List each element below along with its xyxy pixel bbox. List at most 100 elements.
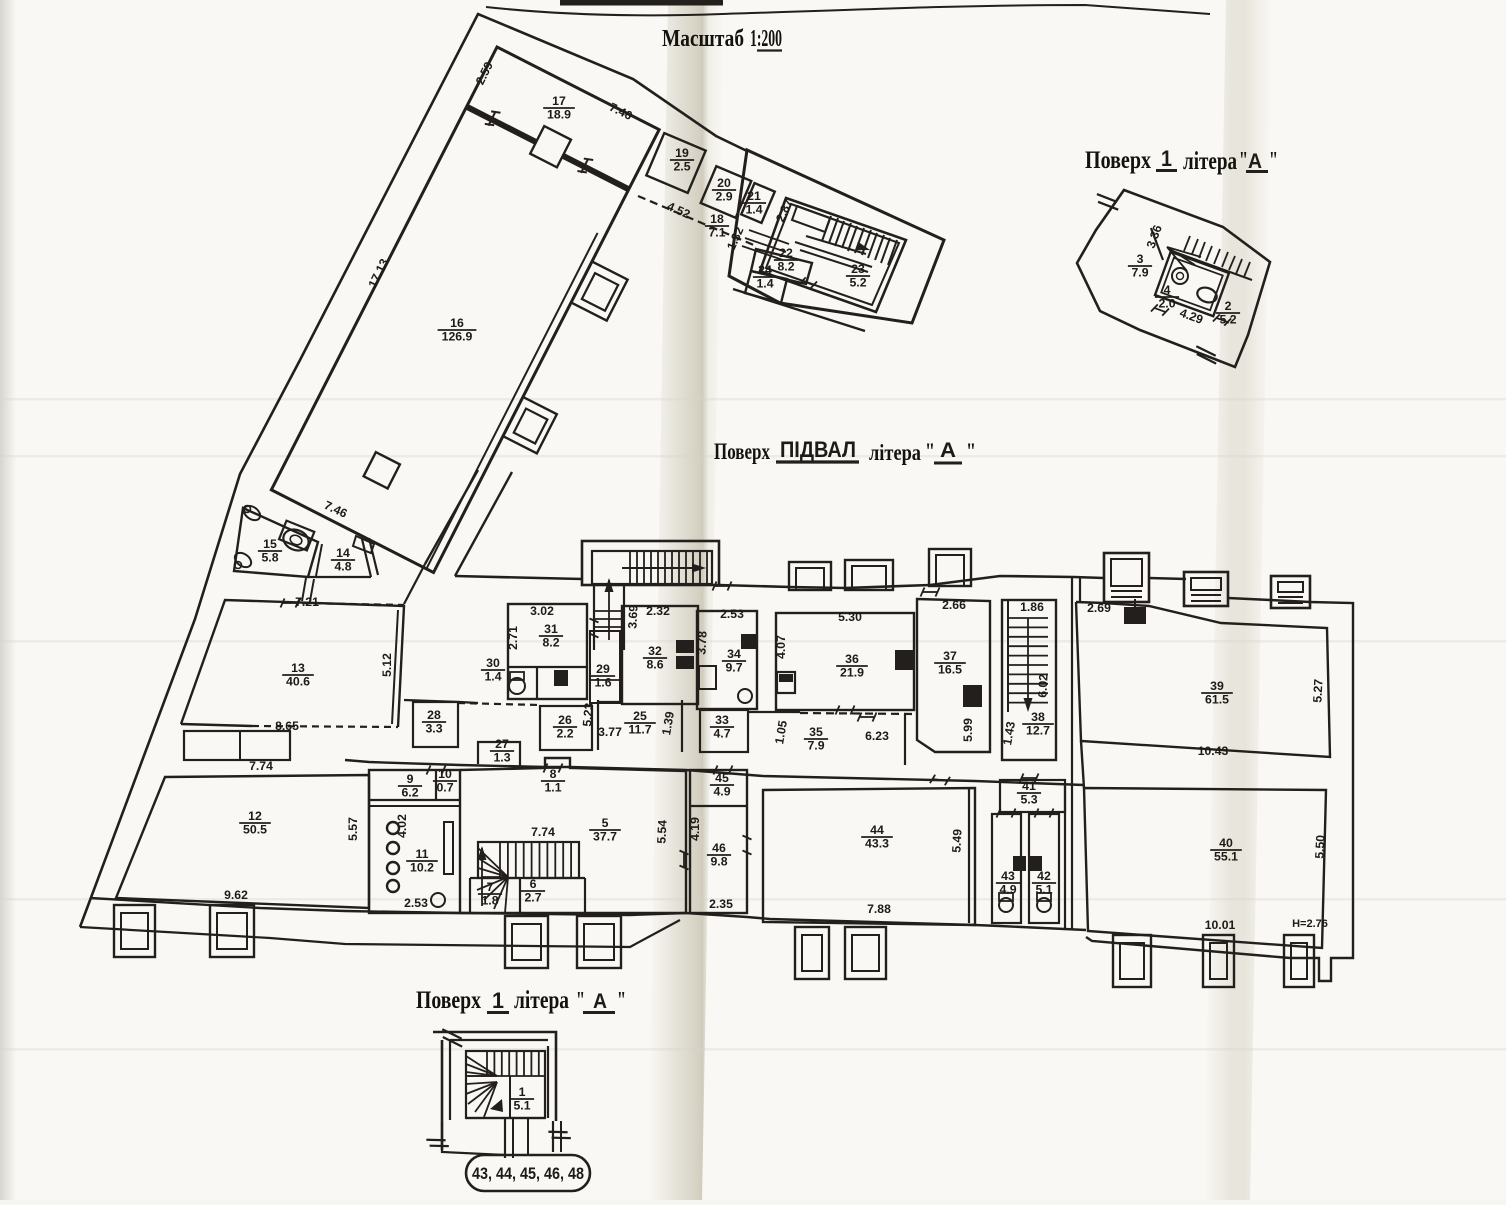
svg-text:5: 5 [602, 816, 609, 830]
svg-text:1.05: 1.05 [772, 719, 790, 745]
svg-text:9: 9 [407, 772, 414, 786]
svg-text:ПІДВАЛ: ПІДВАЛ [780, 437, 856, 462]
svg-text:1.86: 1.86 [1020, 600, 1044, 614]
svg-text:7.9: 7.9 [807, 739, 824, 753]
svg-text:7.1: 7.1 [708, 226, 725, 240]
svg-text:18.9: 18.9 [547, 108, 571, 122]
svg-text:5.2: 5.2 [1219, 313, 1236, 327]
svg-text:10: 10 [438, 767, 452, 781]
svg-text:16: 16 [450, 316, 464, 330]
svg-text:32: 32 [648, 644, 662, 658]
svg-text:Масштаб: Масштаб [662, 26, 744, 52]
svg-text:24: 24 [758, 263, 772, 277]
svg-text:3.78: 3.78 [694, 630, 709, 655]
svg-text:1.8: 1.8 [481, 894, 498, 908]
svg-text:6.23: 6.23 [865, 729, 889, 743]
svg-text:7: 7 [487, 880, 494, 894]
svg-text:33: 33 [715, 713, 729, 727]
svg-text:5.99: 5.99 [961, 718, 975, 742]
svg-text:5.30: 5.30 [838, 610, 862, 624]
svg-text:45: 45 [715, 771, 729, 785]
svg-text:літера: літера [514, 987, 569, 1014]
svg-text:5.12: 5.12 [380, 653, 394, 677]
svg-text:20: 20 [717, 176, 731, 190]
svg-text:2.71: 2.71 [506, 626, 520, 650]
svg-text:5.1: 5.1 [1035, 883, 1052, 897]
svg-text:2.66: 2.66 [942, 598, 966, 612]
svg-text:8.6: 8.6 [646, 658, 663, 672]
svg-text:2.2: 2.2 [556, 727, 573, 741]
svg-text:1.39: 1.39 [659, 710, 677, 736]
svg-text:4.8: 4.8 [334, 560, 351, 574]
svg-text:8.2: 8.2 [777, 260, 794, 274]
svg-text:1: 1 [519, 1085, 526, 1099]
svg-text:16.5: 16.5 [938, 663, 962, 677]
svg-text:2.9: 2.9 [715, 190, 732, 204]
svg-text:22: 22 [779, 246, 793, 260]
svg-text:1.4: 1.4 [756, 277, 773, 291]
svg-text:8: 8 [550, 767, 557, 781]
svg-text:11.7: 11.7 [628, 723, 651, 737]
svg-text:40.6: 40.6 [286, 675, 310, 689]
svg-text:36: 36 [845, 652, 859, 666]
svg-text:5.2: 5.2 [849, 276, 866, 290]
svg-text:4: 4 [1164, 283, 1171, 297]
svg-text:2.35: 2.35 [709, 897, 733, 911]
svg-text:1.6: 1.6 [594, 676, 611, 690]
svg-text:12.7: 12.7 [1026, 724, 1050, 738]
svg-text:5.50: 5.50 [1312, 834, 1327, 859]
svg-text:9.7: 9.7 [725, 661, 742, 675]
svg-text:126.9: 126.9 [442, 330, 473, 344]
svg-text:літера: літера [869, 440, 921, 465]
svg-text:14: 14 [336, 546, 350, 560]
svg-text:10.2: 10.2 [410, 861, 434, 875]
svg-text:1: 1 [1161, 146, 1172, 171]
svg-text:26: 26 [558, 713, 572, 727]
svg-text:1.43: 1.43 [1000, 720, 1018, 746]
svg-text:61.5: 61.5 [1205, 693, 1229, 707]
svg-text:3.77: 3.77 [598, 725, 622, 739]
svg-text:40: 40 [1219, 836, 1233, 850]
svg-text:6.02: 6.02 [1035, 673, 1050, 698]
svg-text:3.02: 3.02 [530, 604, 554, 618]
svg-text:Поверх: Поверх [416, 987, 481, 1014]
svg-text:5.57: 5.57 [346, 817, 360, 841]
svg-text:1.4: 1.4 [484, 670, 501, 684]
svg-text:А: А [593, 990, 607, 1013]
svg-text:6: 6 [530, 877, 537, 891]
svg-text:5.1: 5.1 [513, 1099, 530, 1113]
svg-text:7.88: 7.88 [867, 902, 891, 916]
svg-text:21.9: 21.9 [840, 666, 864, 680]
svg-text:4.9: 4.9 [999, 883, 1016, 897]
svg-text:30: 30 [486, 656, 500, 670]
svg-text:41: 41 [1022, 779, 1036, 793]
svg-text:38: 38 [1031, 710, 1045, 724]
svg-text:4.07: 4.07 [774, 635, 788, 659]
svg-text:50.5: 50.5 [243, 823, 267, 837]
svg-text:5.49: 5.49 [949, 828, 964, 853]
svg-text:7.74: 7.74 [249, 759, 273, 773]
svg-text:4.02: 4.02 [395, 814, 409, 838]
svg-text:": " [576, 988, 585, 1014]
svg-text:21: 21 [747, 189, 761, 203]
svg-text:8.2: 8.2 [542, 636, 559, 650]
svg-text:2.53: 2.53 [720, 607, 744, 621]
svg-text:7.74: 7.74 [531, 825, 555, 839]
svg-text:": " [966, 439, 976, 464]
svg-text:29: 29 [596, 662, 610, 676]
svg-text:55.1: 55.1 [1214, 850, 1238, 864]
svg-text:35: 35 [809, 725, 823, 739]
svg-text:19: 19 [675, 146, 689, 160]
svg-text:": " [925, 439, 935, 464]
svg-text:2.5: 2.5 [673, 160, 690, 174]
svg-text:1: 1 [492, 988, 504, 1013]
svg-text:А: А [940, 439, 956, 462]
svg-text:10.43: 10.43 [1198, 744, 1229, 758]
svg-text:31: 31 [544, 622, 558, 636]
svg-text:7.21: 7.21 [295, 595, 319, 609]
svg-text:2.0: 2.0 [1158, 297, 1175, 311]
svg-text:літера: літера [1183, 148, 1237, 175]
svg-text:4.9: 4.9 [713, 785, 730, 799]
svg-text:12: 12 [248, 809, 262, 823]
svg-text:": " [1239, 148, 1248, 174]
